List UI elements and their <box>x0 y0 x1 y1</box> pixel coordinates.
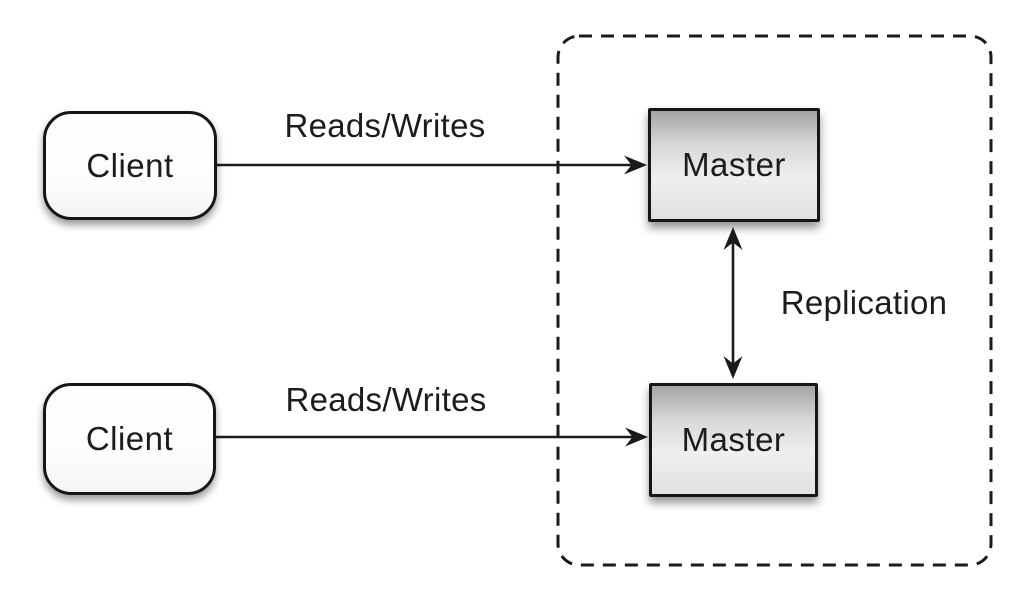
node-master-bottom: Master <box>649 383 818 497</box>
node-client-top-label: Client <box>86 146 174 184</box>
node-client-bottom: Client <box>43 383 216 495</box>
edge-label-reads-writes-top: Reads/Writes <box>284 107 486 144</box>
arrowhead-down-icon <box>723 356 743 379</box>
node-client-top: Client <box>43 111 217 220</box>
arrowhead-right-icon <box>624 155 647 175</box>
node-master-top-label: Master <box>682 146 786 183</box>
edge-label-reads-writes-bottom: Reads/Writes <box>285 381 487 418</box>
replication-zone-boundary <box>556 34 993 567</box>
arrowhead-right-icon <box>625 427 648 447</box>
node-client-bottom-label: Client <box>85 420 174 457</box>
edge-reads-writes-bottom <box>216 427 648 447</box>
edge-label-replication: Replication <box>780 284 948 321</box>
arrowhead-up-icon <box>723 227 743 250</box>
edge-replication <box>723 227 743 379</box>
node-master-top: Master <box>648 108 820 222</box>
edge-reads-writes-top <box>217 155 647 175</box>
node-master-bottom-label: Master <box>681 421 786 458</box>
